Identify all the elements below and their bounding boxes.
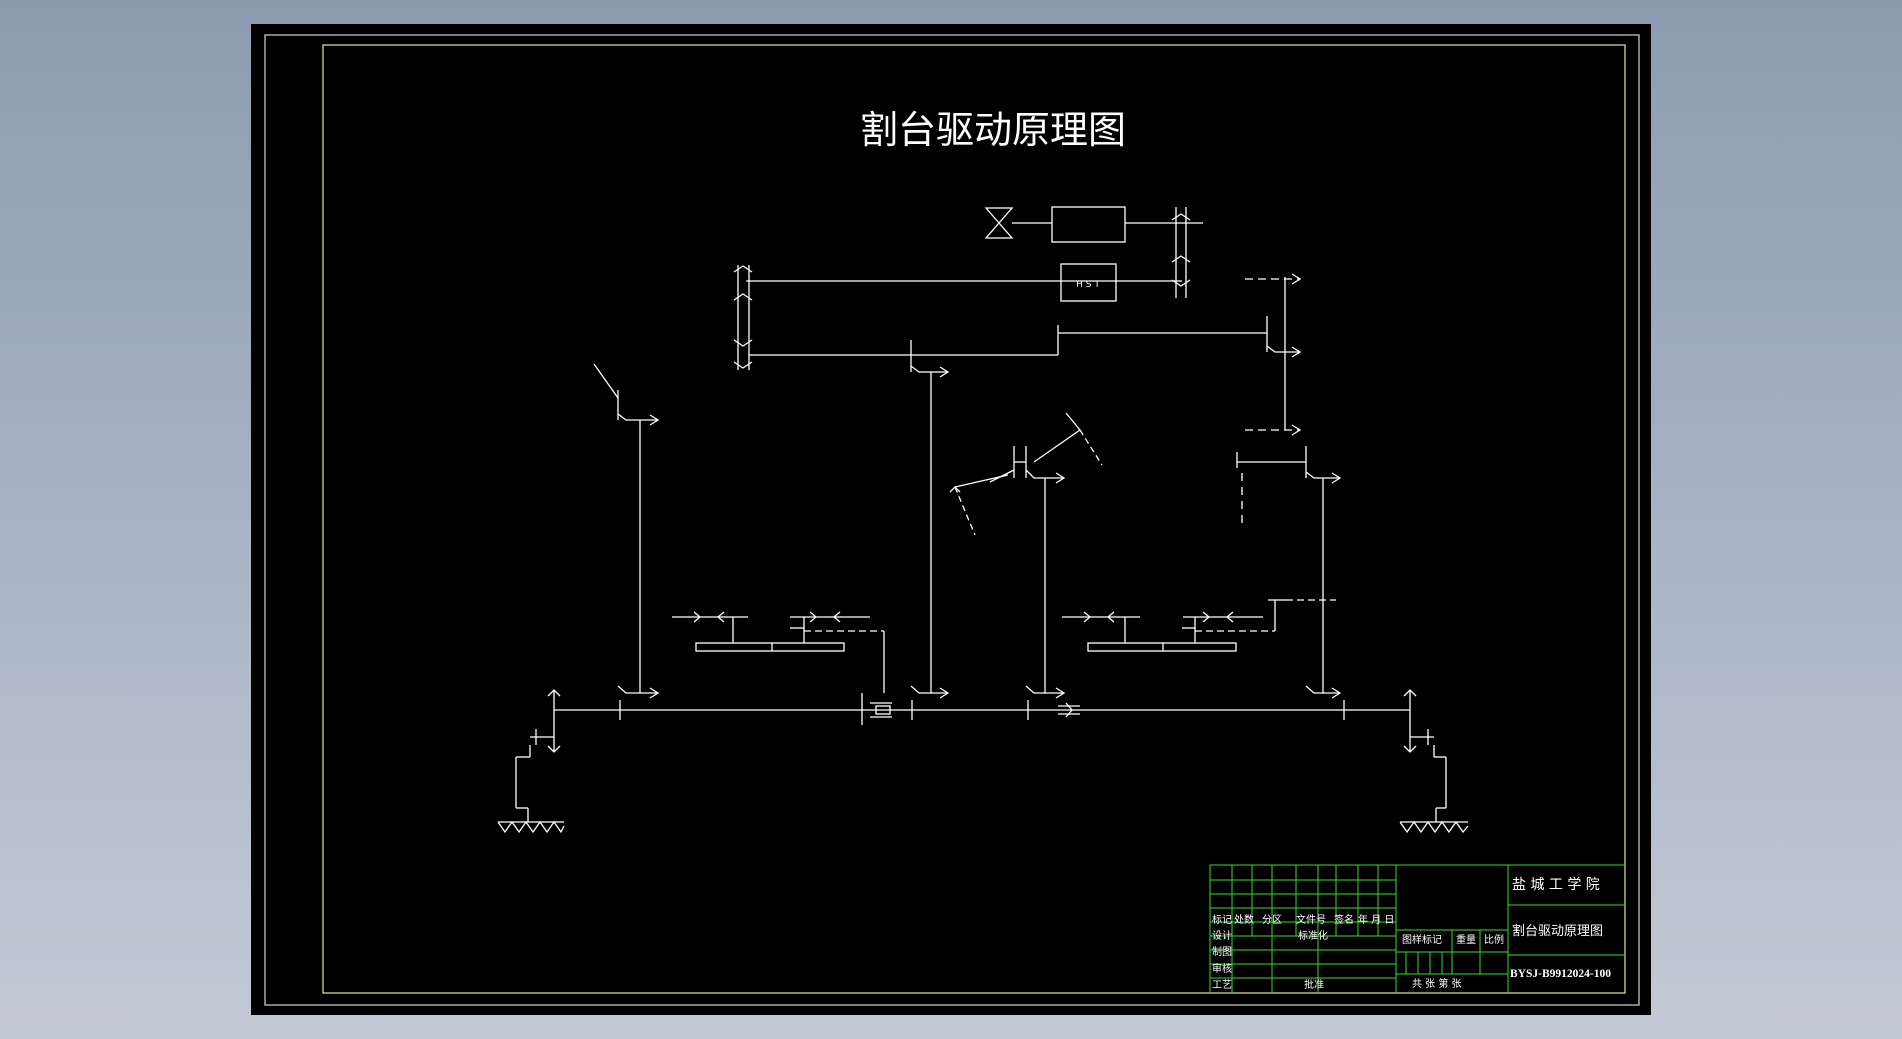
cutter-bar-left [695,642,845,652]
drawing-sheet [251,24,1651,1015]
cutter-bar-right [1087,642,1237,652]
weight-label: 重量 [1456,933,1476,946]
title-block-drawing-name: 割台驱动原理图 [1512,923,1603,939]
sheets-label: 共 张 第 张 [1412,977,1462,990]
inner-border [322,44,1626,994]
header-date: 年 月 日 [1358,913,1394,926]
scale-label: 比例 [1484,933,1504,946]
drive-schematic [497,206,1469,834]
drawing-title: 割台驱动原理图 [860,108,1126,152]
title-block: 标记 处数 分区 文件号 签名 年 月 日 设计 制图 审核 工艺 标准化 批准… [1209,864,1625,993]
approve-label: 批准 [1304,978,1324,991]
role-process: 工艺 [1212,979,1232,991]
outer-border [264,34,1640,1006]
school-name: 盐 城 工 学 院 [1512,877,1600,893]
drawing-number: BYSJ-B9912024-100 [1510,968,1611,980]
top-component-box [1051,206,1126,243]
header-zone: 分区 [1262,914,1282,926]
role-review: 审核 [1212,962,1232,975]
header-file-no: 文件号 [1296,913,1326,926]
valve-symbol [984,207,1014,239]
hst-box [1060,263,1117,302]
header-signature: 签名 [1334,913,1354,926]
header-count: 处数 [1234,913,1254,926]
standardize-label: 标准化 [1298,929,1328,942]
stage-mark-label: 图样标记 [1402,933,1442,946]
header-mark: 标记 [1212,914,1232,926]
role-design: 设计 [1212,929,1232,942]
hst-label: H S T [1076,280,1100,290]
role-drafting: 制图 [1212,945,1232,958]
